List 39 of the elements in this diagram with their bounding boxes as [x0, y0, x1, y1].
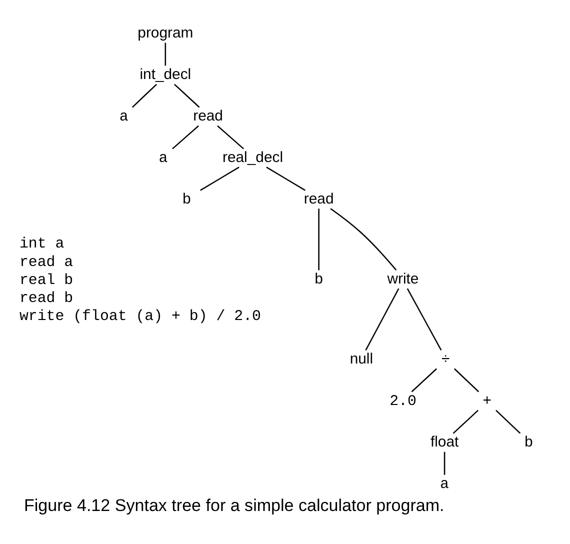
connector [406, 288, 442, 350]
node-text: a [440, 476, 450, 492]
label: int a [19, 236, 64, 252]
node-text: int_decl [140, 66, 192, 82]
caption: Figure 4.12 Syntax tree for a simple calculator program. [24, 495, 444, 514]
connector [266, 166, 306, 190]
connector [365, 288, 400, 350]
connector [454, 368, 480, 392]
connector [496, 409, 521, 434]
node-text: read [193, 108, 223, 124]
node-text: program [138, 24, 194, 41]
node-text: b [182, 192, 192, 208]
node-text: real_decl [222, 149, 284, 166]
connector [452, 409, 479, 434]
node-text: + [482, 392, 492, 408]
connector [318, 208, 320, 270]
node-text: 2.0 [390, 393, 416, 410]
label: read b [19, 290, 74, 307]
node-text: float [430, 434, 459, 450]
node-text: b [524, 434, 534, 451]
node-text: write [387, 270, 419, 287]
connector [172, 124, 199, 149]
node-text: a [119, 108, 128, 125]
node-text: read [304, 190, 334, 207]
connector [132, 83, 158, 108]
connector [217, 124, 244, 149]
connector [330, 208, 397, 270]
label: read a [19, 254, 74, 270]
label: real b [19, 272, 74, 288]
node-text: null [350, 350, 374, 367]
label: write (float (a) + b) / 2.0 [19, 308, 261, 325]
node-text: ÷ [442, 350, 450, 367]
node-text: b [314, 272, 324, 288]
connector [411, 368, 437, 392]
connector [174, 83, 200, 108]
connector [444, 451, 446, 474]
connector [164, 42, 166, 66]
connector [200, 166, 240, 190]
node-text: a [158, 150, 168, 166]
